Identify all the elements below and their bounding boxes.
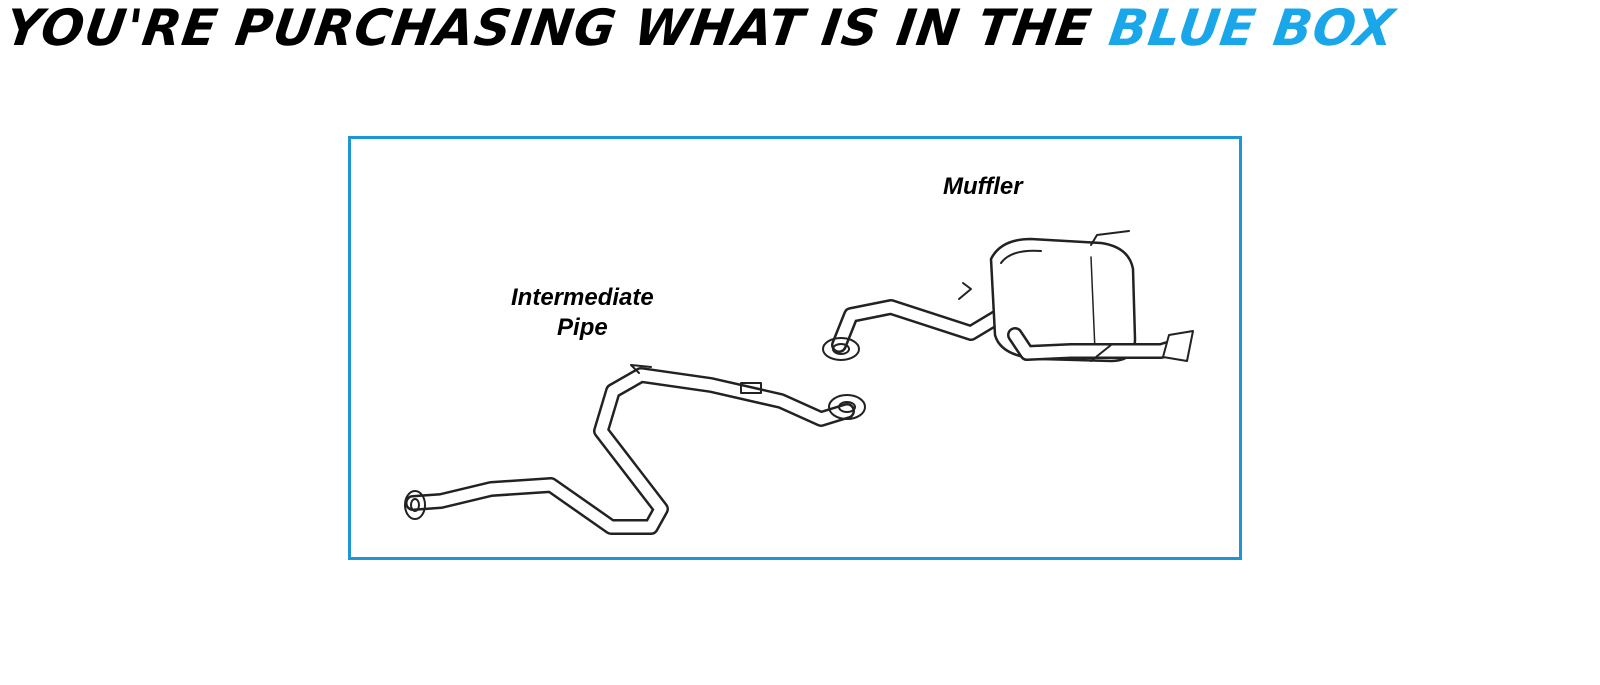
muffler-inlet-flange — [822, 337, 860, 361]
pipe-front-flange — [404, 490, 426, 520]
muffler-label: Muffler — [943, 173, 1023, 200]
exhaust-system-illustration — [404, 230, 1194, 535]
product-diagram-box: Muffler Intermediate Pipe — [348, 136, 1242, 560]
intermediate-pipe-label-line1: Intermediate — [511, 284, 654, 311]
page-headline: YOU'RE PURCHASING WHAT IS IN THE BLUE BO… — [2, 0, 1399, 60]
intermediate-pipe-label-line2: Pipe — [557, 314, 608, 341]
headline-accent-text: BLUE BOX — [1105, 0, 1399, 57]
headline-main-text: YOU'RE PURCHASING WHAT IS IN THE — [1, 0, 1114, 57]
intermediate-pipe-inner — [407, 369, 853, 533]
muffler-tailpipe-tip — [1162, 330, 1194, 362]
pipe-rear-flange — [828, 394, 866, 420]
intermediate-pipe-label: Intermediate Pipe — [511, 283, 654, 343]
muffler-body — [989, 237, 1137, 363]
